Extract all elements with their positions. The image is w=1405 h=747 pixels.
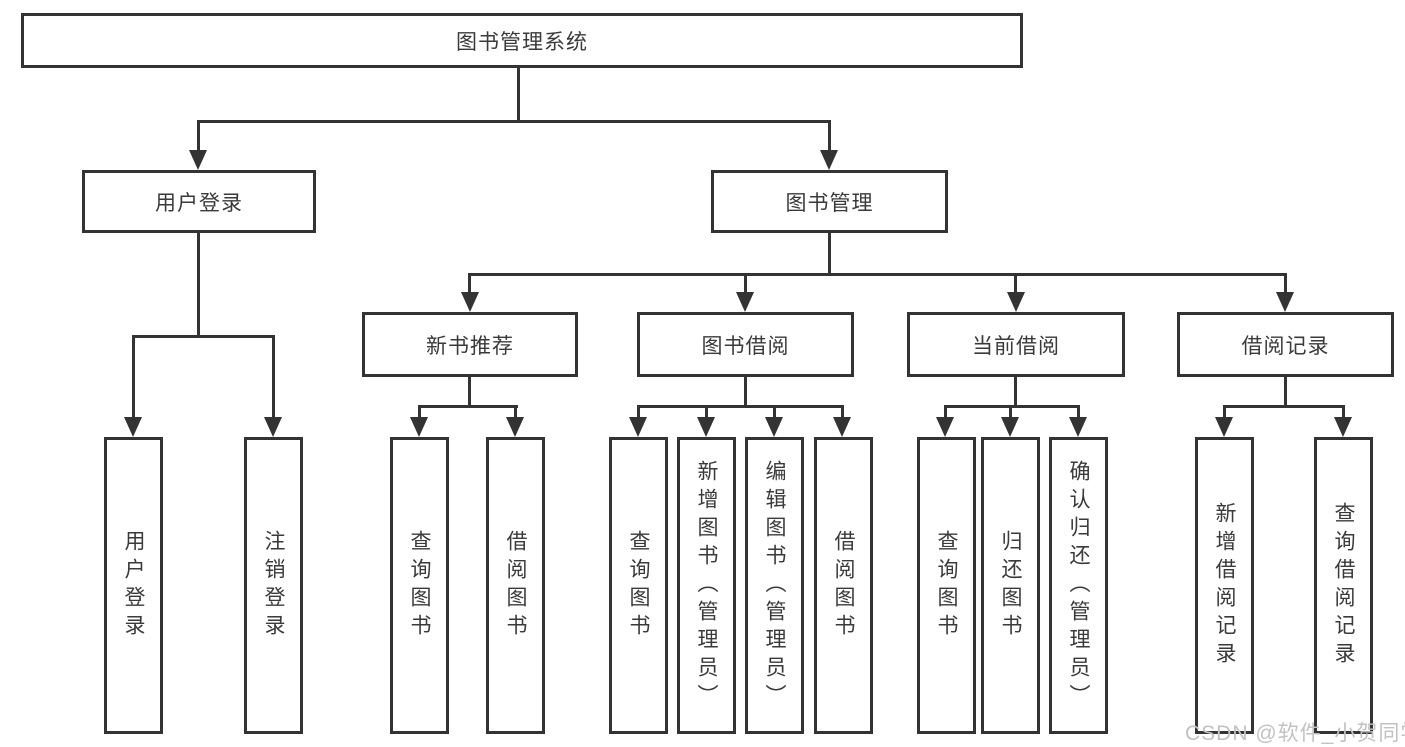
- leaf-label: 借阅图书: [832, 529, 855, 642]
- leaf-add-borrow-record: 新增借阅记录: [1195, 437, 1254, 734]
- leaf-query-borrow-record: 查询借阅记录: [1314, 437, 1373, 734]
- node-new-book-recommend: 新书推荐: [362, 312, 578, 377]
- connector-line: [132, 335, 275, 338]
- arrow-down-icon: [765, 417, 783, 437]
- connector-line: [744, 377, 747, 407]
- leaf-label: 查询图书: [627, 529, 650, 642]
- leaf-label: 借阅图书: [504, 529, 527, 642]
- arrow-down-icon: [264, 417, 282, 437]
- leaf-borrow-books: 借阅图书: [814, 437, 873, 734]
- leaf-label: 用户登录: [122, 529, 145, 642]
- connector-line: [1014, 273, 1017, 294]
- node-label: 新书推荐: [426, 334, 514, 358]
- leaf-return-books: 归还图书: [981, 437, 1040, 734]
- connector-line: [637, 405, 640, 419]
- connector-line: [1077, 405, 1080, 419]
- connector-line: [944, 405, 1080, 408]
- csdn-watermark: CSDN @软件_小贺同学: [1185, 722, 1405, 745]
- node-label: 当前借阅: [972, 334, 1060, 358]
- node-book-management: 图书管理: [711, 170, 948, 233]
- connector-line: [1223, 405, 1345, 408]
- connector-line: [828, 120, 831, 152]
- connector-line: [468, 273, 471, 294]
- leaf-label: 查询图书: [408, 529, 431, 642]
- leaf-label: 新增图书（管理员）: [695, 459, 718, 712]
- node-book-borrow: 图书借阅: [637, 312, 854, 377]
- node-label: 借阅记录: [1241, 334, 1330, 358]
- leaf-label: 新增借阅记录: [1213, 501, 1236, 670]
- connector-line: [944, 405, 947, 419]
- arrow-down-icon: [936, 417, 954, 437]
- arrow-down-icon: [506, 417, 524, 437]
- leaf-edit-books-admin: 编辑图书（管理员）: [745, 437, 804, 734]
- node-user-login: 用户登录: [82, 170, 316, 233]
- arrow-down-icon: [697, 417, 715, 437]
- node-label: 用户登录: [155, 191, 243, 215]
- leaf-label: 编辑图书（管理员）: [763, 459, 786, 712]
- node-label: 图书管理系统: [456, 30, 588, 54]
- arrow-down-icon: [461, 292, 479, 312]
- connector-line: [272, 335, 275, 419]
- arrow-down-icon: [1001, 417, 1019, 437]
- node-label: 图书借阅: [701, 334, 790, 358]
- connector-line: [468, 377, 471, 407]
- arrow-down-icon: [1334, 417, 1352, 437]
- connector-line: [637, 405, 844, 408]
- leaf-label: 注销登录: [262, 529, 285, 642]
- leaf-query-books-borrow: 查询图书: [609, 437, 668, 734]
- leaf-confirm-return-admin: 确认归还（管理员）: [1049, 437, 1108, 734]
- arrow-down-icon: [410, 417, 428, 437]
- connector-line: [744, 273, 747, 294]
- leaf-label: 确认归还（管理员）: [1067, 459, 1090, 712]
- leaf-user-login: 用户登录: [104, 437, 163, 734]
- arrow-down-icon: [1276, 292, 1294, 312]
- leaf-label: 查询借阅记录: [1332, 501, 1355, 670]
- arrow-down-icon: [833, 417, 851, 437]
- node-current-borrow: 当前借阅: [907, 312, 1125, 377]
- leaf-label: 归还图书: [999, 529, 1022, 642]
- connector-line: [197, 233, 200, 337]
- arrow-down-icon: [1069, 417, 1087, 437]
- connector-line: [1284, 377, 1287, 407]
- node-label: 图书管理: [785, 191, 874, 215]
- connector-line: [514, 405, 517, 419]
- connector-line: [841, 405, 844, 419]
- connector-line: [132, 335, 135, 419]
- arrow-down-icon: [189, 150, 207, 170]
- connector-line: [773, 405, 776, 419]
- connector-line: [517, 68, 520, 122]
- connector-line: [418, 405, 421, 419]
- connector-line: [197, 120, 200, 152]
- connector-line: [1009, 405, 1012, 419]
- leaf-borrow-books-recommend: 借阅图书: [486, 437, 545, 734]
- arrow-down-icon: [1007, 292, 1025, 312]
- arrow-down-icon: [1215, 417, 1233, 437]
- leaf-add-books-admin: 新增图书（管理员）: [677, 437, 736, 734]
- connector-line: [828, 233, 831, 275]
- node-library-management-system: 图书管理系统: [21, 13, 1023, 68]
- leaf-logout-login: 注销登录: [244, 437, 303, 734]
- connector-line: [1284, 273, 1287, 294]
- connector-line: [468, 273, 1287, 276]
- connector-line: [705, 405, 708, 419]
- connector-line: [1223, 405, 1226, 419]
- leaf-label: 查询图书: [935, 529, 958, 642]
- connector-line: [1342, 405, 1345, 419]
- arrow-down-icon: [736, 292, 754, 312]
- leaf-query-books-current: 查询图书: [917, 437, 976, 734]
- arrow-down-icon: [629, 417, 647, 437]
- node-borrow-records: 借阅记录: [1177, 312, 1394, 377]
- connector-line: [197, 120, 831, 123]
- connector-line: [418, 405, 518, 408]
- connector-line: [1014, 377, 1017, 407]
- arrow-down-icon: [124, 417, 142, 437]
- leaf-query-books-recommend: 查询图书: [390, 437, 449, 734]
- arrow-down-icon: [820, 150, 838, 170]
